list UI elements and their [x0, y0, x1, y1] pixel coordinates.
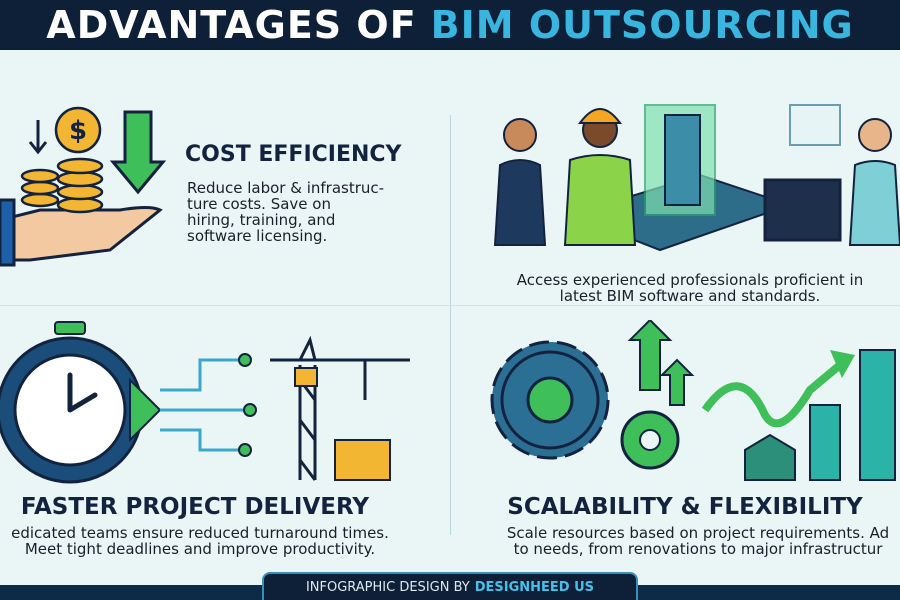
- credit-brand: DESIGNHEED US: [474, 579, 595, 595]
- text-line: Reduce labor & infrastruc-: [187, 179, 385, 197]
- coins-hand-icon: $: [0, 106, 167, 267]
- stopwatch-crane-icon: [0, 321, 410, 484]
- faster-delivery-text: edicated teams ensure reduced turnaround…: [0, 525, 410, 557]
- cost-efficiency-text: Reduce labor & infrastruc- ture costs. S…: [187, 180, 384, 244]
- professionals-team-icon: [493, 104, 900, 252]
- section-title-faster-delivery: FASTER PROJECT DELIVERY: [20, 494, 370, 520]
- text-line: Meet tight deadlines and improve product…: [24, 540, 376, 558]
- professionals-text: Access experienced professionals profici…: [470, 272, 900, 304]
- section-title-cost-efficiency: COST EFFICIENCY: [185, 142, 402, 167]
- vertical-divider: [450, 115, 451, 535]
- gears-growth-icon: [490, 320, 896, 481]
- text-line: latest BIM software and standards.: [559, 287, 821, 305]
- text-line: Scale resources based on project require…: [506, 524, 890, 542]
- text-line: software licensing.: [187, 227, 328, 245]
- title-part1: ADVANTAGES OF: [46, 3, 417, 47]
- scalability-text: Scale resources based on project require…: [478, 525, 900, 557]
- footer-credit: INFOGRAPHIC DESIGN BY DESIGNHEED US: [262, 572, 638, 600]
- text-line: edicated teams ensure reduced turnaround…: [11, 524, 389, 542]
- credit-prefix: INFOGRAPHIC DESIGN BY: [305, 579, 470, 595]
- text-line: to needs, from renovations to major infr…: [513, 540, 883, 558]
- svg-text:$: $: [69, 116, 87, 146]
- text-line: hiring, training, and: [187, 211, 336, 229]
- section-title-scalability: SCALABILITY & FLEXIBILITY: [507, 494, 863, 520]
- title-part2: BIM OUTSOURCING: [430, 3, 854, 47]
- header-banner: ADVANTAGES OF BIM OUTSOURCING: [0, 0, 900, 50]
- text-line: ture costs. Save on: [187, 195, 331, 213]
- text-line: Access experienced professionals profici…: [516, 271, 864, 289]
- horizontal-divider: [0, 305, 900, 306]
